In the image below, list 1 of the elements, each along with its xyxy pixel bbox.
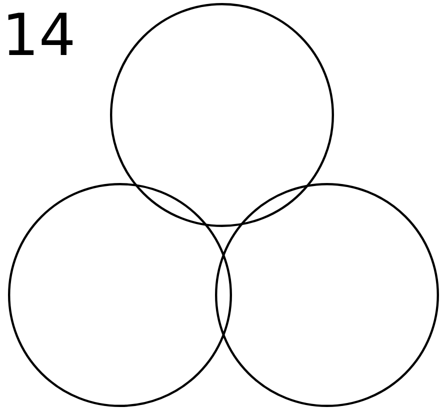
figure-number: 14 bbox=[2, 6, 76, 64]
